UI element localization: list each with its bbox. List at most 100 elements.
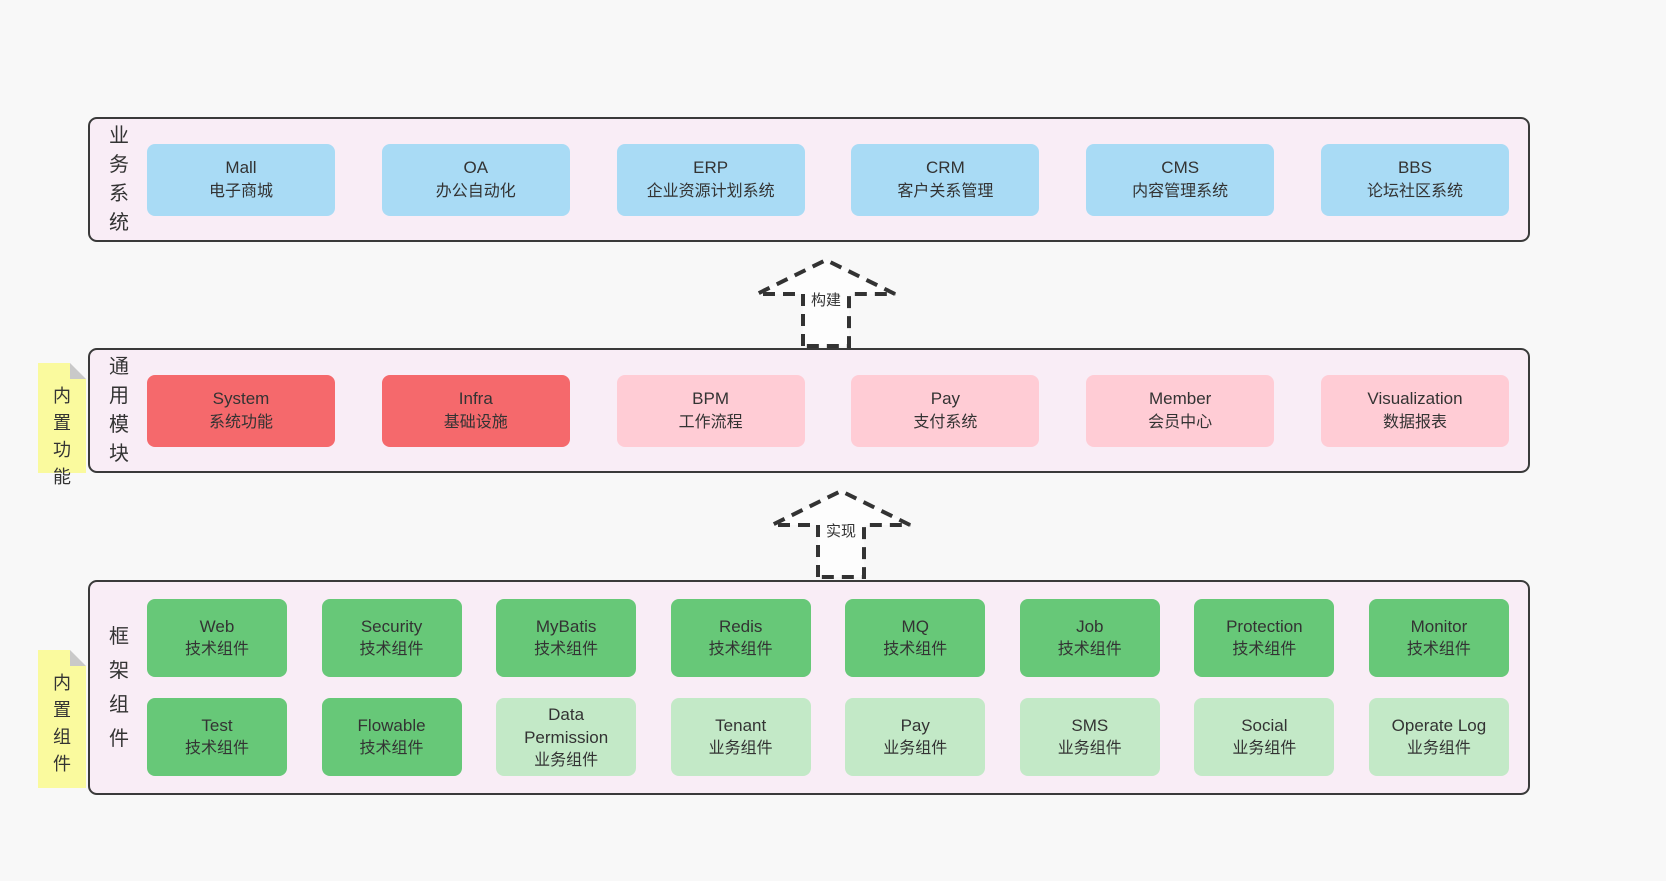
- box-bpm: BPM 工作流程: [616, 374, 805, 447]
- box-subtitle: 技术组件: [1406, 641, 1471, 658]
- box-title: BBS: [1397, 158, 1432, 177]
- box-subtitle: 数据报表: [1382, 414, 1447, 431]
- box-title: Visualization: [1367, 389, 1463, 408]
- box-subtitle: 技术组件: [184, 740, 249, 757]
- box-title: OA: [463, 158, 489, 177]
- box-subtitle: 技术组件: [708, 641, 773, 658]
- box-redis: Redis 技术组件: [670, 599, 811, 677]
- sticky-fold-corner: [70, 650, 86, 666]
- box-title: Flowable: [357, 716, 426, 735]
- box-title: CMS: [1161, 158, 1200, 177]
- box-monitor: Monitor 技术组件: [1368, 599, 1509, 677]
- box-title: Pay: [930, 389, 961, 408]
- sticky-built-in-components: 内置组件: [38, 650, 86, 788]
- box-job: Job 技术组件: [1019, 599, 1160, 677]
- sticky-fold-corner: [70, 363, 86, 379]
- box-title: Protection: [1226, 617, 1303, 636]
- box-tenant: Tenant 业务组件: [670, 698, 811, 776]
- box-mybatis: MyBatis 技术组件: [496, 599, 637, 677]
- box-member: Member 会员中心: [1086, 374, 1275, 447]
- box-crm: CRM 客户关系管理: [851, 143, 1040, 216]
- box-pay-component: Pay 业务组件: [845, 698, 986, 776]
- box-title: Infra: [458, 389, 493, 408]
- box-title: CRM: [926, 158, 965, 177]
- box-subtitle: 技术组件: [1057, 641, 1122, 658]
- band-common-modules: 通用模块 System 系统功能 Infra 基础设施 BPM 工作流程 Pay…: [88, 348, 1530, 473]
- framework-row-2: Test 技术组件 Flowable 技术组件 Data Permission …: [147, 698, 1509, 776]
- box-subtitle: 技术组件: [883, 641, 948, 658]
- box-flowable: Flowable 技术组件: [321, 698, 462, 776]
- implement-arrow: 实现: [768, 487, 914, 579]
- box-visualization: Visualization 数据报表: [1320, 374, 1509, 447]
- box-subtitle: 支付系统: [913, 414, 978, 431]
- box-sms: SMS 业务组件: [1019, 698, 1160, 776]
- box-web: Web 技术组件: [147, 599, 287, 677]
- box-subtitle: 技术组件: [359, 641, 424, 658]
- box-system: System 系统功能: [147, 374, 335, 447]
- box-subtitle: 业务组件: [534, 751, 599, 769]
- box-title: Pay: [900, 716, 930, 735]
- box-data-permission: Data Permission 业务组件: [496, 698, 637, 776]
- sticky-built-in-features: 内置功能: [38, 363, 86, 487]
- box-title: ERP: [693, 158, 729, 177]
- box-operate-log: Operate Log 业务组件: [1368, 698, 1509, 776]
- box-subtitle: 技术组件: [1232, 641, 1297, 658]
- box-title: Redis: [718, 617, 763, 636]
- build-arrow-label: 构建: [807, 290, 845, 312]
- box-subtitle: 技术组件: [184, 641, 249, 658]
- box-subtitle: 系统功能: [208, 414, 273, 431]
- box-subtitle: 办公自动化: [435, 183, 516, 200]
- box-title: Mall: [225, 158, 257, 177]
- box-subtitle: 客户关系管理: [897, 183, 994, 200]
- box-subtitle: 基础设施: [443, 414, 508, 431]
- box-subtitle: 技术组件: [359, 740, 424, 757]
- box-subtitle: 业务组件: [1406, 740, 1471, 757]
- box-subtitle: 业务组件: [708, 740, 773, 757]
- box-mall: Mall 电子商城: [147, 143, 335, 216]
- box-mq: MQ 技术组件: [845, 599, 986, 677]
- box-bbs: BBS 论坛社区系统: [1320, 143, 1509, 216]
- box-title: Member: [1149, 389, 1212, 408]
- band-framework-label: 框架组件: [109, 625, 129, 750]
- box-subtitle: 内容管理系统: [1132, 183, 1229, 200]
- sticky-label: 内置功能: [53, 386, 71, 487]
- box-infra: Infra 基础设施: [381, 374, 570, 447]
- box-oa: OA 办公自动化: [381, 143, 570, 216]
- box-title: Job: [1076, 617, 1104, 636]
- box-pay-module: Pay 支付系统: [851, 374, 1040, 447]
- framework-box-rows: Web 技术组件 Security 技术组件 MyBatis 技术组件 Redi…: [147, 582, 1509, 793]
- box-title: Web: [199, 617, 235, 636]
- build-arrow: 构建: [753, 256, 899, 348]
- box-subtitle: 论坛社区系统: [1366, 183, 1463, 200]
- box-protection: Protection 技术组件: [1194, 599, 1335, 677]
- box-subtitle: 会员中心: [1148, 414, 1213, 431]
- sticky-label: 内置组件: [53, 673, 71, 774]
- box-cms: CMS 内容管理系统: [1086, 143, 1275, 216]
- box-title: MyBatis: [535, 617, 597, 636]
- box-title: Tenant: [715, 716, 767, 735]
- box-subtitle: 电子商城: [208, 183, 273, 200]
- implement-arrow-label: 实现: [822, 521, 860, 543]
- box-title: Social: [1241, 716, 1288, 735]
- business-box-row: Mall 电子商城 OA 办公自动化 ERP 企业资源计划系统 CRM 客户关系…: [147, 119, 1509, 240]
- box-subtitle: 工作流程: [678, 414, 743, 431]
- box-social: Social 业务组件: [1194, 698, 1335, 776]
- modules-box-row: System 系统功能 Infra 基础设施 BPM 工作流程 Pay 支付系统…: [147, 350, 1509, 471]
- box-title: Data Permission: [524, 704, 609, 747]
- band-business-systems: 业务系统 Mall 电子商城 OA 办公自动化 ERP 企业资源计划系统 CRM…: [88, 117, 1530, 242]
- band-framework-components: 框架组件 Web 技术组件 Security 技术组件 MyBatis 技术组件…: [88, 580, 1530, 795]
- box-subtitle: 业务组件: [1232, 740, 1297, 757]
- box-subtitle: 企业资源计划系统: [646, 183, 775, 200]
- box-title: Monitor: [1410, 617, 1468, 636]
- framework-row-1: Web 技术组件 Security 技术组件 MyBatis 技术组件 Redi…: [147, 599, 1509, 677]
- box-subtitle: 业务组件: [1057, 740, 1122, 757]
- box-subtitle: 技术组件: [534, 641, 599, 658]
- band-business-label: 业务系统: [109, 124, 129, 234]
- box-test: Test 技术组件: [147, 698, 287, 776]
- box-erp: ERP 企业资源计划系统: [616, 143, 805, 216]
- box-title: System: [212, 389, 270, 408]
- box-title: MQ: [901, 617, 929, 636]
- box-title: Operate Log: [1391, 716, 1487, 735]
- box-title: BPM: [692, 389, 730, 408]
